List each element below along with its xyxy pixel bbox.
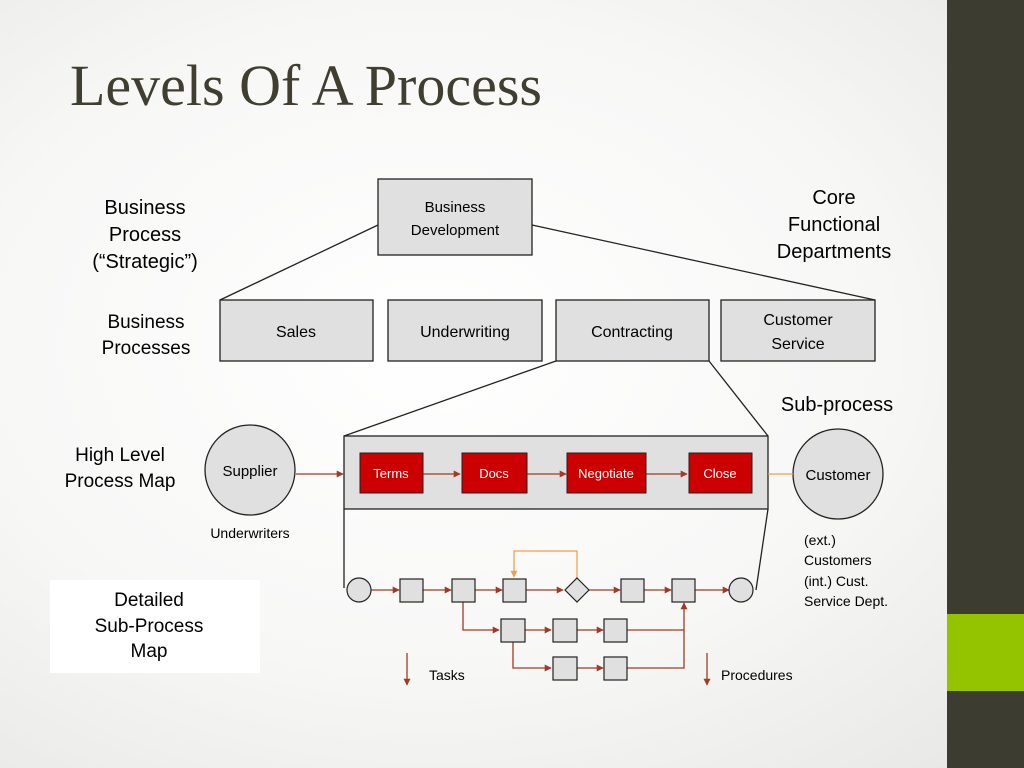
core-functional-label: Core Functional Departments (776, 187, 892, 263)
svg-text:Negotiate: Negotiate (578, 466, 634, 481)
department-underwriting-box: Underwriting (387, 299, 543, 362)
svg-text:Business: Business (425, 199, 486, 216)
sub-process-label: Sub-process (780, 394, 894, 416)
customer-node: Customer (792, 428, 884, 520)
hierarchy-connectors (219, 224, 876, 591)
business-processes-label: Business Processes (101, 312, 191, 359)
detailed-map-label: Detailed Sub-Process Map (94, 590, 204, 663)
svg-text:Tasks: Tasks (429, 667, 465, 683)
business-development-box: Business Development (377, 178, 533, 256)
high-level-map-label: High Level Process Map (64, 445, 176, 492)
slide-title: Levels Of A Process (70, 53, 542, 118)
svg-text:Customer: Customer (763, 312, 833, 329)
svg-text:Procedures: Procedures (721, 667, 793, 683)
svg-text:Close: Close (703, 466, 736, 481)
svg-text:Docs: Docs (479, 466, 509, 481)
svg-text:Contracting: Contracting (591, 324, 673, 341)
legend-tasks: Tasks (403, 653, 465, 686)
customer-types-label: (ext.) Customers (int.) Cust. Service De… (804, 532, 889, 609)
department-contracting-box: Contracting (555, 299, 710, 362)
step-negotiate: Negotiate (566, 452, 647, 494)
detailed-sub-process-map (346, 550, 754, 681)
svg-text:Customer: Customer (805, 467, 870, 484)
svg-text:Service: Service (771, 336, 824, 353)
department-customer-service-box: Customer Service (720, 299, 876, 362)
step-docs: Docs (461, 452, 528, 494)
svg-text:Development: Development (411, 222, 500, 239)
svg-text:Terms: Terms (373, 466, 409, 481)
legend-procedures: Procedures (703, 653, 793, 686)
supplier-node: Supplier (204, 424, 296, 516)
sidebar-accent (947, 614, 1024, 691)
label-background (50, 580, 260, 673)
underwriters-label: Underwriters (210, 525, 290, 541)
step-close: Close (688, 452, 753, 494)
svg-text:Underwriting: Underwriting (420, 324, 510, 341)
svg-text:Sales: Sales (276, 324, 316, 341)
step-terms: Terms (359, 452, 424, 494)
svg-text:Supplier: Supplier (222, 463, 277, 480)
business-process-label: Business Process (“Strategic”) (92, 197, 198, 273)
department-sales-box: Sales (219, 299, 374, 362)
